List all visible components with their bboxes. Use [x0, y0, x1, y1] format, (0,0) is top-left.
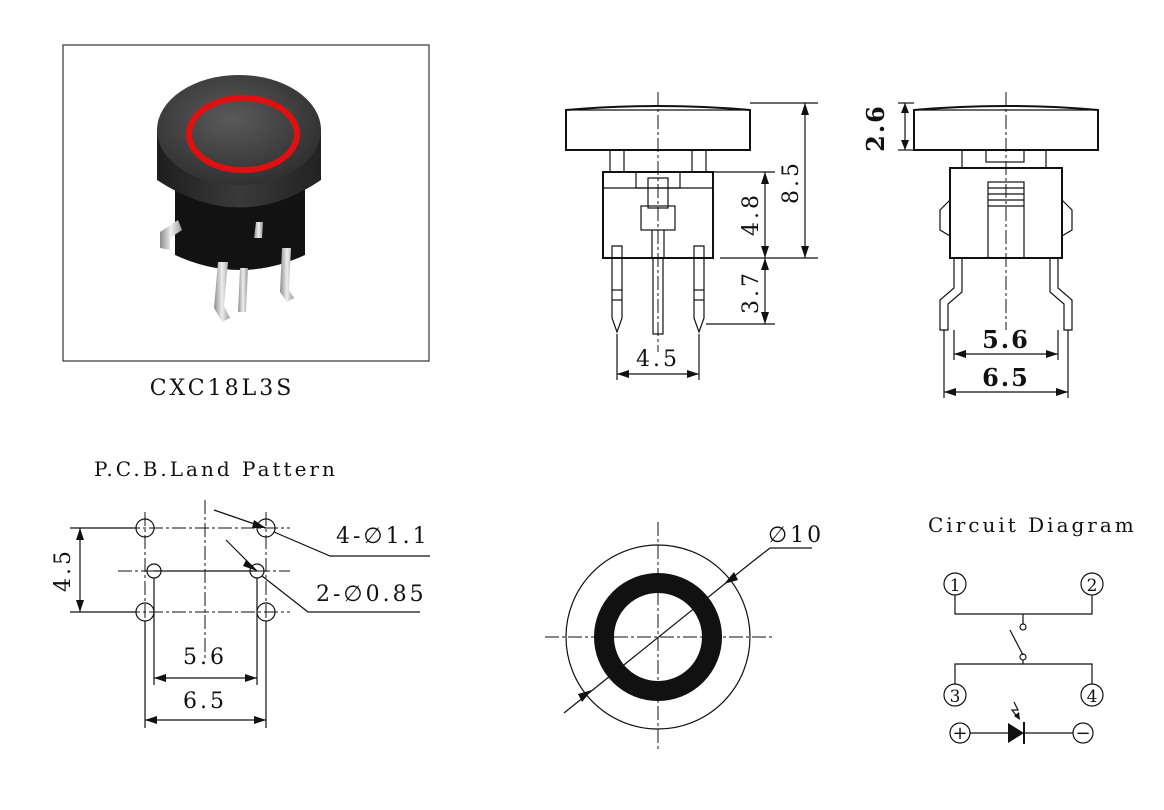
circuit-title: Circuit Diagram	[928, 513, 1137, 537]
dim-outer-width: 6.5	[982, 363, 1030, 392]
part-number-label: CXC18L3S	[150, 376, 295, 401]
top-diameter: ∅10	[768, 523, 824, 548]
pcb-small-hole-callout: 2-∅0.85	[316, 582, 427, 607]
dim-lead-length: 3.7	[739, 270, 764, 314]
lead-front-left	[214, 262, 230, 322]
side-lead-left	[939, 257, 963, 331]
lead-center	[238, 268, 248, 312]
product-render	[62, 44, 430, 362]
front-lead-right	[693, 245, 705, 334]
lead-left	[160, 220, 182, 250]
pcb-dim-outer: 6.5	[183, 689, 227, 714]
pcb-dim-inner: 5.6	[183, 645, 227, 670]
top-led-ring	[594, 573, 722, 701]
lead-back	[254, 222, 263, 238]
pin-2-label: 2	[1087, 576, 1098, 596]
pcb-large-hole-callout: 4-∅1.1	[336, 524, 430, 549]
dim-cap-height: 2.6	[861, 104, 890, 152]
front-lead-left	[611, 245, 623, 334]
switch-body	[175, 190, 305, 270]
led-diode-symbol	[1008, 723, 1024, 743]
pin-4-label: 4	[1087, 687, 1098, 707]
pcb-title: P.C.B.Land Pattern	[94, 457, 338, 481]
front-lead-center	[652, 257, 664, 335]
led-plus-label: +	[952, 723, 967, 744]
pin-3-label: 3	[950, 687, 961, 707]
side-view: 2.6 5.6 6.5	[861, 92, 1099, 398]
lead-right	[280, 248, 294, 302]
dim-inner-width: 5.6	[982, 325, 1030, 354]
led-minus-label: −	[1075, 723, 1090, 744]
pin-1-label: 1	[950, 576, 961, 596]
led-ring	[186, 95, 300, 173]
led-light-arrow	[1010, 701, 1019, 719]
pcb-dim-vertical: 4.5	[51, 548, 76, 592]
top-outer-circle	[565, 544, 751, 730]
dim-body-height: 4.8	[739, 192, 764, 236]
dim-lead-pitch: 4.5	[636, 347, 680, 372]
front-view: 8.5 4.8 3.7 4.5	[565, 92, 818, 380]
pcb-land-pattern: P.C.B.Land Pattern 4.5 5.6	[51, 457, 430, 728]
dim-overall-height: 8.5	[779, 160, 804, 204]
circuit-diagram: Circuit Diagram 1 2 3 4 + −	[928, 513, 1137, 744]
switch-contact	[1009, 629, 1024, 656]
side-lead-right	[1049, 257, 1073, 331]
top-view: ∅10	[545, 522, 824, 752]
